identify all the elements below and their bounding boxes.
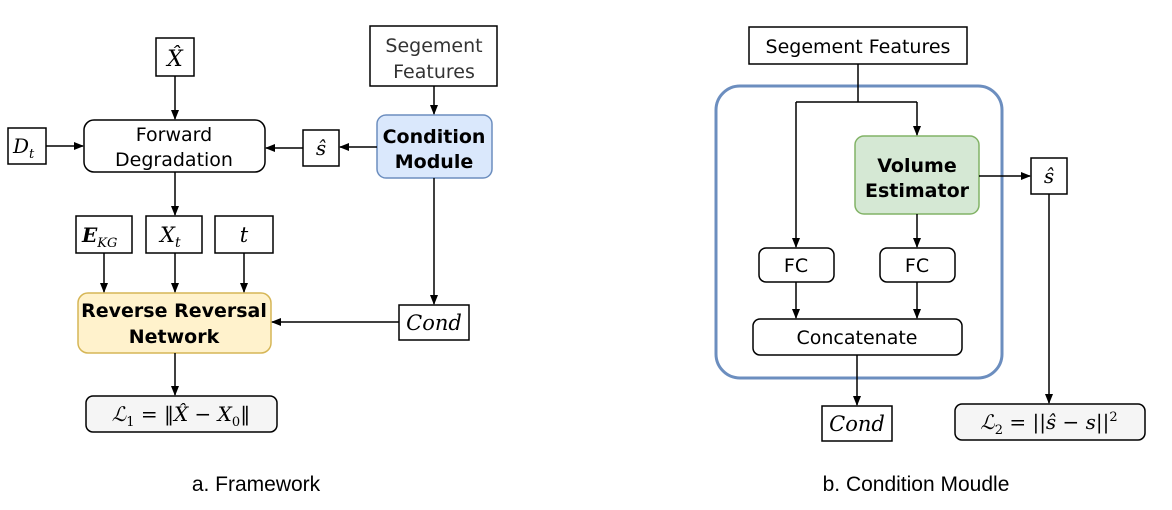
x-t-label: X: [158, 223, 176, 247]
loss1-expression: = ‖X̂ − X: [134, 402, 232, 427]
fc-left-label: FC: [784, 255, 808, 277]
reverse-network-line2: Network: [129, 326, 220, 348]
concatenate-label: Concatenate: [797, 327, 918, 349]
loss1-x0-subscript: 0: [232, 415, 240, 430]
svg-text:EKG: EKG: [81, 223, 117, 251]
t-label: t: [240, 223, 249, 247]
loss1-close: ‖: [240, 402, 250, 427]
cond-label-right: Cond: [829, 412, 885, 436]
framework-panel: X̂ Dt Forward Degradation ŝ Segement Fea…: [7, 25, 498, 496]
segment-features-node-left: Segement Features: [369, 25, 498, 87]
caption-condition-module: b. Condition Moudle: [823, 473, 1010, 496]
fc-right-label: FC: [905, 255, 929, 277]
loss2-superscript: 2: [1109, 410, 1117, 425]
x-t-subscript: t: [175, 235, 181, 251]
forward-degradation-node: Forward Degradation: [83, 119, 266, 173]
reverse-network-line1: Reverse Reversal: [81, 300, 267, 322]
t-node: t: [214, 215, 274, 254]
e-kg-label: E: [81, 223, 98, 247]
volume-estimator-node: Volume Estimator: [854, 135, 980, 215]
svg-text:ℒ2 = ||ŝ − s||2: ℒ2 = ||ŝ − s||2: [980, 410, 1117, 438]
loss2-subscript: 2: [995, 423, 1003, 438]
forward-degradation-line1: Forward: [136, 124, 212, 146]
x-hat-label: X̂: [165, 46, 184, 72]
cond-label-left: Cond: [406, 311, 462, 335]
s-hat-node-left: ŝ: [302, 129, 340, 167]
cond-node-left: Cond: [398, 304, 470, 341]
fc-left-node: FC: [758, 247, 835, 283]
s-hat-label-left: ŝ: [316, 136, 326, 160]
forward-degradation-line2: Degradation: [115, 149, 233, 171]
concatenate-node: Concatenate: [752, 318, 963, 356]
volume-estimator-line1: Volume: [877, 155, 956, 177]
loss2-node: ℒ2 = ||ŝ − s||2: [954, 403, 1146, 441]
d-t-subscript: t: [29, 147, 35, 162]
volume-estimator-line2: Estimator: [865, 180, 970, 202]
condition-module-container: [714, 84, 1004, 380]
cond-node-right: Cond: [821, 405, 893, 442]
segment-features-line1: Segement: [385, 35, 482, 57]
loss2-symbol: ℒ: [980, 410, 995, 434]
e-kg-subscript: KG: [96, 236, 117, 251]
x-t-node: Xt: [145, 215, 203, 254]
condition-module-line1: Condition: [383, 126, 486, 148]
loss1-symbol: ℒ: [112, 402, 127, 426]
condition-module-panel: Segement Features Volume Estimator ŝ FC …: [714, 26, 1146, 496]
condition-module-node: Condition Module: [376, 114, 493, 179]
s-hat-node-right: ŝ: [1030, 157, 1068, 195]
condition-module-line2: Module: [395, 151, 474, 173]
reverse-network-node: Reverse Reversal Network: [77, 292, 272, 354]
x-hat-node: X̂: [155, 37, 195, 77]
svg-text:ℒ1 = ‖X̂ − X0‖: ℒ1 = ‖X̂ − X0‖: [112, 402, 250, 430]
e-kg-node: EKG: [75, 215, 133, 254]
svg-text:Xt: Xt: [158, 223, 181, 251]
s-hat-label-right: ŝ: [1044, 164, 1054, 188]
condition-module-arrows: [792, 64, 1053, 406]
segment-features-node-right: Segement Features: [748, 26, 968, 65]
segment-features-label-right: Segement Features: [766, 36, 951, 58]
loss2-expression: = ||ŝ − s||: [1003, 410, 1109, 435]
loss1-node: ℒ1 = ‖X̂ − X0‖: [85, 395, 278, 433]
svg-text:Dt: Dt: [12, 134, 35, 162]
caption-framework: a. Framework: [192, 473, 321, 496]
loss1-subscript: 1: [126, 415, 134, 430]
framework-arrows: [46, 76, 438, 396]
segment-features-line2: Features: [393, 61, 475, 83]
fc-right-node: FC: [879, 247, 956, 283]
d-t-node: Dt: [7, 127, 47, 165]
d-t-label: D: [12, 134, 29, 158]
